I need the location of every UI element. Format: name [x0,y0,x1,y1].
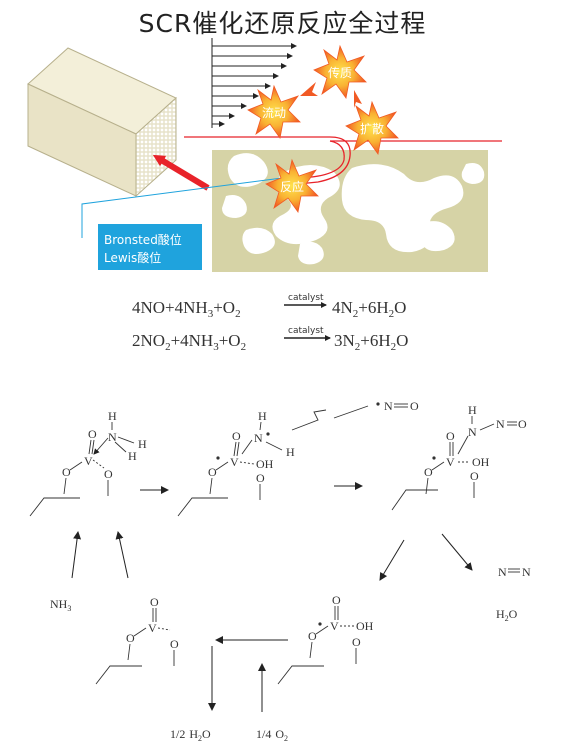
svg-text:O: O [88,427,97,441]
svg-text:O: O [256,471,265,485]
svg-text:V: V [446,455,455,469]
burst-react: 反应 [265,158,319,213]
burst-transfer: 传质 [313,44,367,99]
svg-text:O: O [424,465,433,479]
svg-text:O: O [352,635,361,649]
svg-text:H: H [286,445,295,459]
svg-text:O: O [150,595,159,609]
svg-text:OH: OH [356,619,374,633]
svg-text:H: H [258,409,267,423]
burst-diffuse-label: 扩散 [360,121,384,136]
burst-transfer-label: 传质 [328,65,352,80]
mech-structure-5: O V O OH O [277,593,374,685]
svg-text:O: O [232,429,241,443]
svg-text:2NO2+4NH3+O2: 2NO2+4NH3+O2 [132,331,246,353]
svg-text:V: V [330,619,339,633]
equation-2: 2NO2+4NH3+O2 catalyst 3N2+6H2O [132,326,408,353]
svg-text:NH3: NH3 [50,597,71,613]
svg-text:OH: OH [472,455,490,469]
svg-text:O: O [208,465,217,479]
burst-flow: 流动 [247,84,301,139]
mech-structure-1: H N H H O V O O [29,409,147,517]
burst-diffuse: 扩散 [345,100,399,155]
svg-text:OH: OH [256,457,274,471]
svg-text:O: O [332,593,341,607]
svg-text:N: N [468,425,477,439]
equation-1: 4NO+4NH3+O2 catalyst 4N2+6H2O [132,293,406,320]
svg-text:O: O [62,465,71,479]
svg-text:H: H [468,403,477,417]
burst-flow-label: 流动 [262,106,286,120]
boundary-layer [184,136,351,185]
mech-structure-4: O V O O [95,595,179,685]
svg-text:O: O [446,429,455,443]
svg-text:4NO+4NH3+O2: 4NO+4NH3+O2 [132,298,241,320]
svg-text:H2O: H2O [496,607,518,623]
mech-no-molecule: N O [333,399,419,419]
mech-structure-2: H N H O V O OH O [177,409,327,517]
acid-site-callout: Bronsted酸位 Lewis酸位 [81,177,283,270]
mech-structure-3: H N N O O V O OH O [391,403,527,511]
svg-text:H: H [138,437,147,451]
callout-line-2: Lewis酸位 [104,250,161,265]
svg-text:O: O [170,637,179,651]
svg-text:O: O [410,399,419,413]
mech-arrows [71,482,473,712]
svg-text:N: N [254,431,263,445]
callout-line-1: Bronsted酸位 [104,232,182,247]
svg-text:O: O [104,467,113,481]
svg-text:N: N [498,565,507,579]
flow-arrows [211,38,297,128]
red-arrow [152,154,210,191]
honeycomb-catalyst [27,47,177,198]
svg-text:V: V [230,455,239,469]
svg-text:H: H [128,449,137,463]
svg-text:V: V [84,454,93,468]
burst-react-label: 反应 [280,179,304,194]
porous-catalyst-body [212,150,488,272]
svg-text:O: O [308,629,317,643]
catalyst-label-1: catalyst [288,293,324,303]
svg-text:H: H [108,409,117,423]
svg-text:N: N [522,565,531,579]
svg-text:4N2+6H2O: 4N2+6H2O [332,298,406,320]
page-title: SCR催化还原反应全过程 [138,9,427,38]
svg-text:O: O [126,631,135,645]
svg-text:N: N [108,430,117,444]
catalyst-label-2: catalyst [288,326,324,336]
svg-text:V: V [148,621,157,635]
svg-text:O: O [470,469,479,483]
svg-text:O: O [518,417,527,431]
svg-text:3N2+6H2O: 3N2+6H2O [334,331,408,353]
cycle-arrows [300,82,362,108]
svg-text:N: N [496,417,505,431]
svg-text:N: N [384,399,393,413]
svg-text:1/4O2: 1/4O2 [256,727,288,743]
